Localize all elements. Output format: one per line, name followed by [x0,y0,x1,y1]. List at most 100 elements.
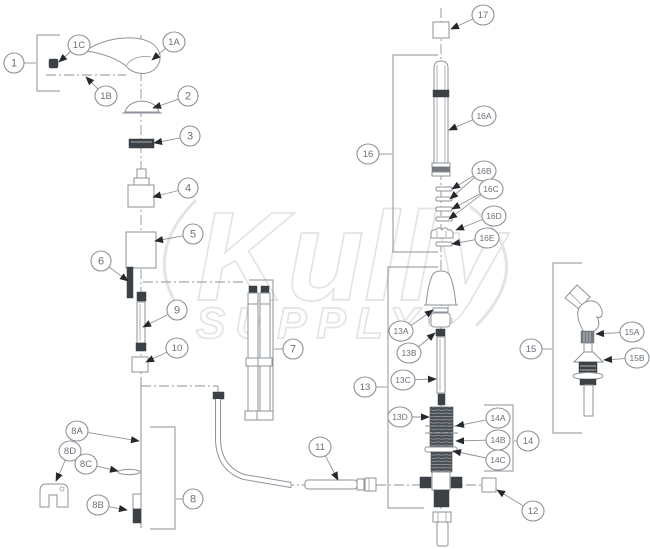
callout-label: 16D [486,211,502,221]
callout-label: 8C [80,459,92,470]
callout-bubble [94,85,118,107]
mounting-square-part [481,477,497,493]
callout-16D: 16D [455,205,507,231]
spray-rib-collar-part [580,330,595,353]
callout-leader [496,489,524,507]
callout-bubble [474,227,500,249]
callout-8C: 8C [74,453,119,475]
callout-label: 14B [490,435,505,445]
callout-4: 4 [152,177,199,199]
callout-2: 2 [152,85,199,109]
stem-adapter-part [428,307,453,337]
callout-leader [448,119,474,131]
bracket-1 [36,34,60,92]
callout-label: 14C [490,455,506,465]
callout-1: 1 [3,52,36,74]
callout-label: 5 [190,229,196,241]
callout-leader [108,266,129,282]
callout-leader [55,459,66,482]
callout-16: 16 [356,143,392,165]
watermark: Kully SUPPLY [162,185,511,349]
callout-leader [603,355,626,364]
bracket-14 [484,404,514,472]
callout-label: 2 [185,91,191,103]
mounting-bolt-part [432,511,452,547]
callout-13B: 13B [396,332,436,364]
callout-label: 1A [168,37,180,48]
clip-part [39,483,69,508]
callout-leader [151,47,166,61]
callout-label: 11 [315,442,325,453]
hose-fitting-part [304,477,377,492]
callout-leader [324,455,339,481]
callout-9: 9 [142,299,188,328]
callout-16E: 16E [451,227,500,249]
callout-leader [154,235,184,244]
callout-leader [455,437,487,445]
callout-bubble [521,500,545,522]
spray-holder-part [572,351,605,417]
callout-label: 16C [483,184,499,194]
callout-bubble [166,299,188,321]
aerator-square-part [432,21,450,39]
callout-leader [87,432,140,444]
callout-14C: 14C [452,449,511,471]
bracket-13 [387,266,438,509]
callout-leader [455,219,483,231]
spout-tube-part [431,60,451,177]
callout-bubble [388,320,414,342]
spout-orings-part [435,186,453,222]
callout-bubble [516,430,540,452]
callout-7: 7 [274,338,304,360]
callout-bubble [282,338,304,360]
callout-label: 6 [98,256,104,268]
callout-leader [410,309,434,326]
handle-screw-part [48,58,59,69]
callout-8: 8 [176,488,204,510]
callout-leader [96,465,119,473]
callout-bubble [86,494,110,516]
callout-12: 12 [496,489,545,522]
callout-leader [451,193,481,210]
callout-bubble [396,342,422,364]
callout-leader [145,351,168,363]
callout-bubble [485,449,511,471]
bracket-15 [552,262,582,434]
callout-1B: 1B [85,76,118,107]
callout-bubble [478,178,504,200]
callout-bubble [90,250,112,272]
callout-15A: 15A [595,321,645,343]
callout-leader [142,314,169,328]
callout-bubble [177,85,199,107]
callout-label: 15A [624,327,639,337]
callout-label: 16B [476,166,491,176]
callout-bubble [471,105,497,127]
callout-bubble [67,34,91,56]
lift-rod-part [135,291,147,352]
callout-leader [448,194,482,220]
spout-washer-part [435,241,453,247]
callout-bubble [619,321,645,343]
callout-bubble [308,436,332,458]
callout-10: 10 [145,337,189,363]
retainer-ring-part [128,138,155,149]
callout-14: 14 [514,430,540,452]
callout-label: 4 [185,183,191,195]
callout-bubble [387,406,413,428]
callout-label: 13A [393,326,408,336]
callout-label: 1B [100,91,112,102]
callout-label: 3 [187,131,193,143]
callout-bubble [65,420,89,442]
callout-label: 7 [290,344,296,356]
callout-label: 16 [363,149,374,160]
valve-stem-part [436,336,446,406]
callout-label: 12 [528,506,539,517]
callout-leader [450,18,474,30]
handle-lever-part [86,37,161,74]
callout-bubble [519,338,543,360]
callout-bubble [3,52,25,74]
callout-bubble [162,31,186,53]
dome-cap-part [122,100,162,114]
